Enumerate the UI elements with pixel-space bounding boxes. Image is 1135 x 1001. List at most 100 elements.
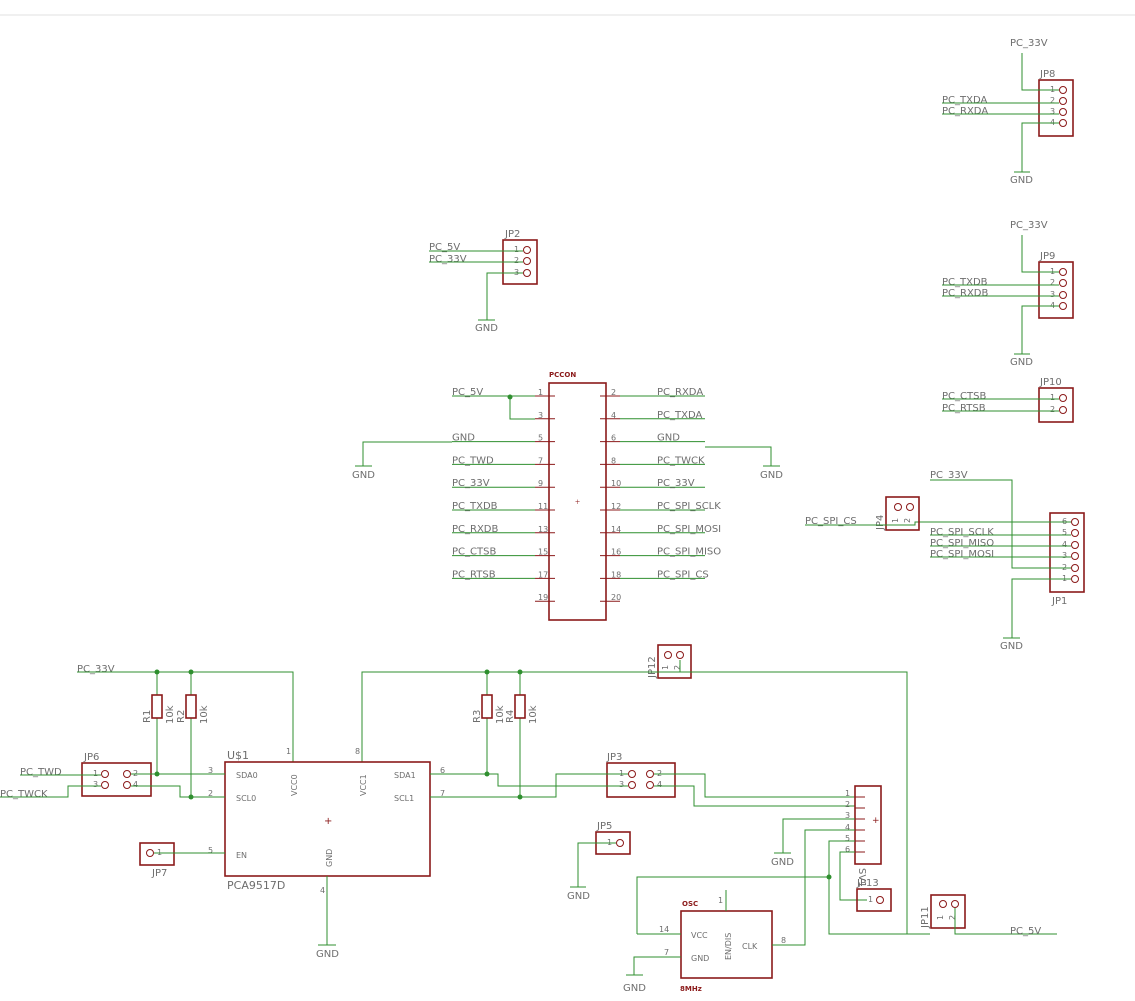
wire: [77, 671, 294, 762]
junction: [188, 794, 194, 800]
wire: [895, 521, 1071, 526]
jp2-connector[interactable]: JP2 123: [502, 229, 538, 285]
r3-body: [481, 694, 493, 719]
r4-body: [514, 694, 526, 719]
net-label: PC_33V: [1010, 38, 1048, 49]
pccon-pin-number: 18: [611, 570, 621, 579]
u1-pca9517d[interactable]: U$1 PCA9517D SDA0 SCL0 EN SDA1 SCL1 VCC0…: [208, 747, 445, 895]
wire: [430, 773, 628, 798]
jp9-body: [1038, 261, 1074, 319]
svg-text:4: 4: [845, 823, 850, 832]
pccon-net-label: GND: [657, 433, 680, 444]
jp1-label: JP1: [1051, 596, 1067, 607]
net-label: PC_33V: [930, 470, 968, 481]
jp13-body: [856, 888, 892, 912]
pccon-pin-number: 7: [538, 456, 543, 465]
jp1-body: [1049, 512, 1085, 593]
net-label: PC_33V: [429, 254, 467, 265]
pccon-net-label: PC_33V: [657, 478, 695, 489]
jp11-connector[interactable]: JP11 1 2: [920, 894, 966, 929]
jp5-connector[interactable]: JP5 1: [595, 821, 631, 855]
wire: [930, 479, 1071, 569]
wire: [782, 818, 855, 853]
net-label: GND: [567, 891, 590, 902]
wire: [839, 851, 867, 901]
sv1-label: SV1: [856, 868, 867, 888]
jp11-label: JP11: [920, 906, 931, 929]
svg-text:5: 5: [845, 834, 850, 843]
resistor-r4[interactable]: R4 10k: [505, 694, 539, 724]
jp12-connector[interactable]: JP12 1 2: [647, 644, 692, 679]
wire: [486, 272, 523, 320]
jp4-body: [885, 496, 920, 531]
jp8-pin: [1059, 108, 1067, 116]
pccon-net-label: PC_SPI_CS: [657, 569, 709, 580]
svg-text:1: 1: [514, 245, 519, 254]
svg-text:2: 2: [208, 789, 213, 798]
svg-text:3: 3: [208, 766, 213, 775]
svg-text:8: 8: [781, 936, 786, 945]
net-label: PC_33V: [1010, 220, 1048, 231]
osc-oscillator[interactable]: OSC 8MHz VCC GND CLK EN/DIS 147 81: [659, 896, 786, 993]
jp10-label: JP10: [1039, 377, 1062, 388]
pccon-net-label: PC_SPI_MISO: [657, 547, 721, 558]
u1-pin-label: SCL0: [236, 794, 256, 803]
pccon-net-label: PC_TXDB: [452, 501, 498, 512]
r2-body: [185, 694, 197, 719]
u1-pin-label: GND: [325, 849, 334, 867]
net-label: GND: [475, 323, 498, 334]
resistor-r3[interactable]: R3 10k: [472, 694, 506, 724]
osc-pin-label: CLK: [742, 942, 758, 951]
net-label: PC_SPI_SCLK: [930, 527, 994, 538]
pccon-net-label: PC_5V: [452, 387, 483, 398]
jp5-label: JP5: [596, 821, 612, 832]
wire: [633, 956, 681, 975]
jp7-connector[interactable]: JP7 1: [139, 842, 175, 879]
wire: [705, 446, 772, 466]
pccon-pin-number: 15: [538, 548, 548, 557]
jp10-connector[interactable]: JP10 12: [1038, 377, 1074, 423]
jp13-connector[interactable]: JP13 1: [856, 878, 892, 912]
svg-text:+: +: [575, 497, 580, 507]
svg-text:2: 2: [1050, 96, 1055, 105]
u1-pin-label: VCC1: [359, 774, 368, 796]
pccon-pin-number: 10: [611, 479, 621, 488]
r3-label: R3: [472, 710, 483, 723]
pccon-net-label: PC_33V: [452, 478, 490, 489]
svg-text:4: 4: [657, 780, 662, 789]
net-label: PC_TXDA: [942, 95, 987, 106]
jp7-label: JP7: [151, 868, 167, 879]
jp1-connector[interactable]: JP1 65 43 21: [1049, 512, 1085, 607]
pccon-net-label: PC_TWD: [452, 455, 494, 466]
jp10-body: [1038, 387, 1074, 423]
pccon-pin-number: 5: [538, 434, 543, 443]
resistor-r2[interactable]: R2 10k: [176, 694, 210, 724]
net-label: GND: [1010, 357, 1033, 368]
svg-text:1: 1: [936, 915, 945, 920]
jp9-label: JP9: [1039, 251, 1055, 262]
jp8-pin: [1059, 119, 1067, 127]
r1-value: 10k: [165, 705, 176, 724]
pccon-connector[interactable]: PCCON +: [548, 371, 607, 621]
jp8-pin: [1059, 97, 1067, 105]
svg-text:7: 7: [664, 948, 669, 957]
sv1-pins: [855, 796, 865, 853]
jp2-label: JP2: [504, 229, 520, 240]
wire: [362, 441, 452, 466]
jp4-connector[interactable]: JP4 1 2: [875, 496, 920, 531]
net-label: GND: [316, 949, 339, 960]
junction: [826, 874, 832, 880]
r2-value: 10k: [199, 705, 210, 724]
resistor-r1[interactable]: R1 10k: [142, 694, 176, 724]
wire: [430, 773, 628, 787]
pccon-pin-number: 9: [538, 479, 543, 488]
svg-text:3: 3: [93, 780, 98, 789]
jp7-body: [139, 842, 175, 866]
wire: [654, 785, 855, 807]
svg-text:7: 7: [440, 789, 445, 798]
jp8-label: JP8: [1039, 69, 1055, 80]
svg-text:4: 4: [320, 886, 325, 895]
sv1-header[interactable]: SV1 12 34 56 +: [845, 785, 882, 888]
jp8-body: [1038, 79, 1074, 137]
